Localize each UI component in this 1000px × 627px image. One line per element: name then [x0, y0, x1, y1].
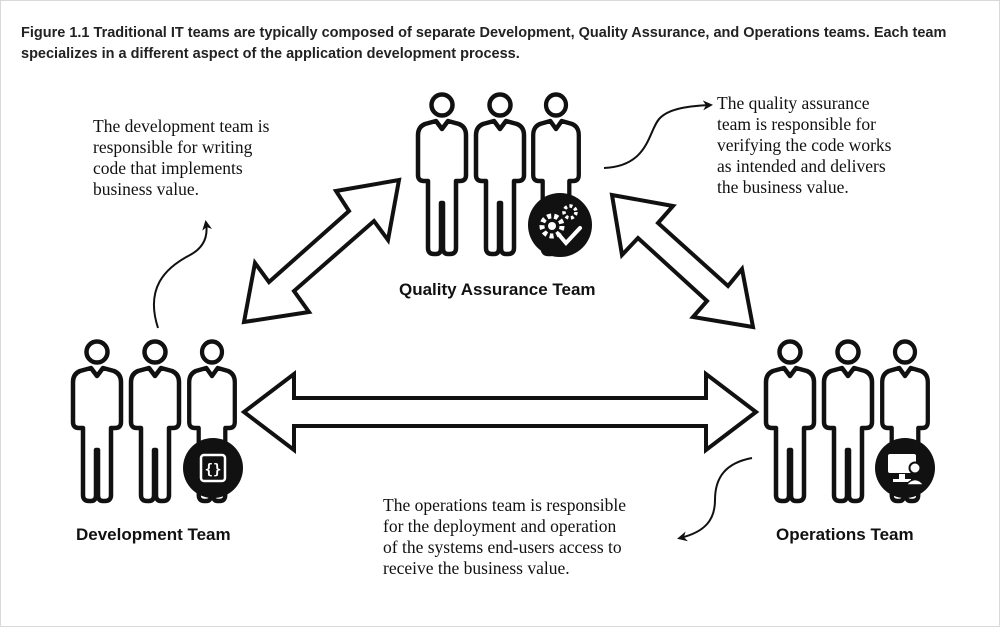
qa-note-line: team is responsible for: [717, 114, 876, 134]
operations-team-group: [766, 342, 935, 502]
operations-note-line: The operations team is responsible: [383, 495, 626, 515]
operations-note-line: receive the business value.: [383, 558, 570, 578]
callout-arrow-development: [152, 220, 213, 329]
development-note-line: responsible for writing: [93, 137, 253, 157]
operations-note-line: for the deployment and operation: [383, 516, 617, 536]
gears-check-icon: [528, 193, 592, 257]
monitor-user-icon: [875, 438, 935, 498]
development-note-line: The development team is: [93, 116, 270, 136]
caption-line-2: specializes in a different aspect of the…: [21, 46, 520, 62]
arrow-dev-qa: [241, 177, 402, 325]
dev-person-1: [73, 342, 121, 502]
arrow-dev-ops: [240, 369, 760, 455]
figure-caption: Figure 1.1 Traditional IT teams are typi…: [21, 23, 971, 65]
qa-note-line: as intended and delivers: [717, 156, 886, 176]
ops-person-1: [766, 342, 814, 502]
operations-note-line: of the systems end-users access to: [383, 537, 622, 557]
qa-note-line: The quality assurance: [717, 93, 870, 113]
callout-arrow-operations: [677, 457, 753, 542]
operations-note: The operations team is responsible for t…: [383, 495, 626, 579]
caption-line-1: Figure 1.1 Traditional IT teams are typi…: [21, 25, 947, 41]
qa-person-1: [418, 95, 466, 255]
qa-person-2: [476, 95, 524, 255]
development-team-group: {}: [73, 342, 243, 502]
qa-note-line: verifying the code works: [717, 135, 892, 155]
qa-team-label: Quality Assurance Team: [399, 280, 596, 299]
svg-text:{}: {}: [205, 462, 222, 478]
ops-person-2: [824, 342, 872, 502]
arrow-qa-ops: [609, 192, 756, 330]
qa-note-line: the business value.: [717, 177, 849, 197]
development-note: The development team is responsible for …: [93, 116, 269, 200]
development-team-label: Development Team: [76, 525, 231, 544]
development-note-line: code that implements: [93, 158, 243, 178]
development-note-line: business value.: [93, 179, 199, 199]
callout-arrow-qa: [603, 100, 713, 169]
qa-team-group: [418, 95, 592, 257]
code-braces-icon: {}: [183, 438, 243, 498]
operations-team-label: Operations Team: [776, 525, 914, 544]
qa-note: The quality assurance team is responsibl…: [717, 93, 891, 198]
dev-person-2: [131, 342, 179, 502]
